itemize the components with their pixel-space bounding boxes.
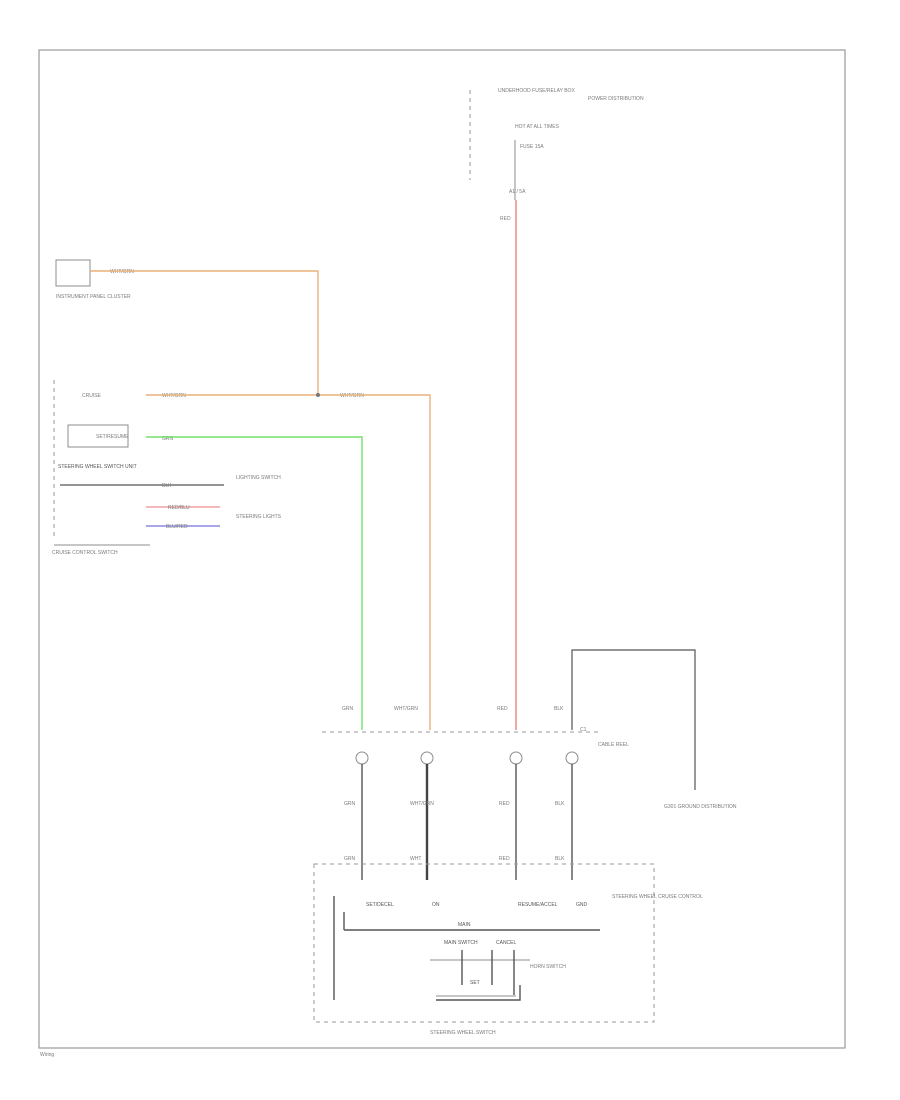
lower-pin-3: RED <box>499 856 510 862</box>
steering-lights-note: STEERING LIGHTS <box>236 514 282 520</box>
lower-pin-1: GRN <box>344 856 356 862</box>
switch-wire2-label: GRN <box>162 436 174 442</box>
ss-horn: HORN SWITCH <box>530 964 566 970</box>
instrument-cluster-label: INSTRUMENT PANEL CLUSTER <box>56 294 131 300</box>
switch-wire4-label: RED/BLU <box>168 505 190 511</box>
page-footer: Wiring <box>40 1052 54 1058</box>
switch-wire1-right-label: WHT/GRN <box>340 393 364 399</box>
instrument-wire-label: WHT/GRN <box>110 269 134 275</box>
terminal-3 <box>509 751 523 765</box>
fuse-block-label: UNDERHOOD FUSE/RELAY BOX <box>498 88 575 94</box>
switch-cruise-pin: CRUISE <box>82 393 102 399</box>
fuse-name-label: FUSE 15A <box>520 144 544 150</box>
terminal-4 <box>565 751 579 765</box>
green-wire <box>146 436 363 730</box>
orange-wire-cluster <box>90 270 319 395</box>
power-dist-label: POWER DISTRIBUTION <box>588 96 644 102</box>
diagram-frame <box>38 49 846 1049</box>
lower-wire-2: WHT/GRN <box>410 801 434 807</box>
black-ground-wire <box>571 649 696 790</box>
lower-wire-3: RED <box>499 801 510 807</box>
ss-unit-label: STEERING WHEEL CRUISE CONTROL <box>612 894 703 900</box>
ss-cancel: SET/DECEL <box>366 902 394 908</box>
cable-reel-label: CABLE REEL <box>598 742 629 748</box>
ss-main: MAIN <box>458 922 471 928</box>
splice-node <box>316 393 320 397</box>
switch-wire1-label: WHT/GRN <box>162 393 186 399</box>
ss-cancel-sw: CANCEL <box>496 940 517 946</box>
fuse-pin-label: A1 / 5A <box>509 189 526 195</box>
switch-combo-label: STEERING WHEEL SWITCH UNIT <box>58 464 137 470</box>
lower-wire-4: BLK <box>555 801 565 807</box>
switch-footer-label: CRUISE CONTROL SWITCH <box>52 550 118 556</box>
ss-set-sw: SET <box>470 980 480 986</box>
conn-blk-label: BLK <box>554 706 564 712</box>
ss-on: ON <box>432 902 440 908</box>
ss-ground-trace <box>436 985 521 1001</box>
conn-green-label: GRN <box>342 706 354 712</box>
terminal-1 <box>355 751 369 765</box>
ss-footer: STEERING WHEEL SWITCH <box>430 1030 496 1036</box>
conn-orange-label: WHT/GRN <box>394 706 418 712</box>
set-resume-label: SET/RESUME <box>96 434 129 440</box>
conn-red-label: RED <box>497 706 508 712</box>
ss-gnd: GND <box>576 902 588 908</box>
switch-wire5-label: BLU/RED <box>166 524 188 530</box>
ss-main-sw: MAIN SWITCH <box>444 940 478 946</box>
conn-code-label: C1 <box>580 727 587 733</box>
fuse-ref-label: HOT AT ALL TIMES <box>515 124 560 130</box>
switch-wire3-label: BLK <box>162 483 172 489</box>
instrument-cluster-box <box>55 259 91 287</box>
set-resume-switch <box>67 424 129 448</box>
ss-resume: RESUME/ACCEL <box>518 902 558 908</box>
ground-note: G301 GROUND DISTRIBUTION <box>664 804 737 810</box>
lower-wire-1: GRN <box>344 801 356 807</box>
lower-pin-4: BLK <box>555 856 565 862</box>
steering-switch-box <box>313 863 655 1023</box>
terminal-2 <box>420 751 434 765</box>
red-wire-top-label: RED <box>500 216 511 222</box>
lower-pin-2: WHT <box>410 856 421 862</box>
orange-wire-main <box>146 394 431 730</box>
lighting-switch-note: LIGHTING SWITCH <box>236 475 281 481</box>
